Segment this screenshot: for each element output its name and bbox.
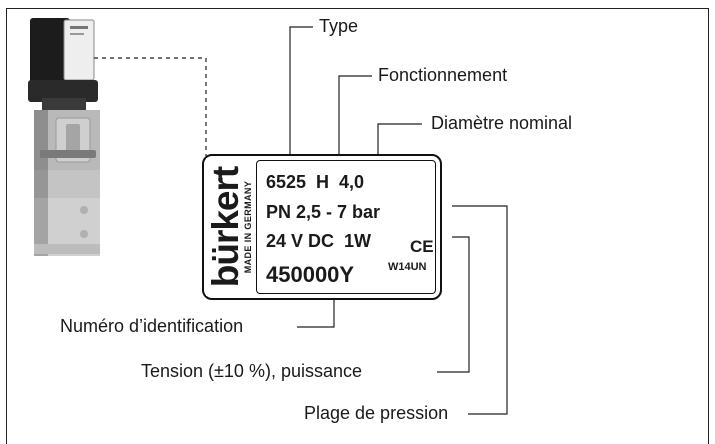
plate-data-panel [256, 160, 436, 294]
callout-plage: Plage de pression [304, 403, 449, 423]
leader-tension [437, 236, 470, 373]
figure-frame [6, 8, 709, 444]
plate-line-type: 6525 H 4,0 [266, 172, 365, 192]
brand-name: bürkert [205, 166, 246, 288]
callout-numero: Numéro d’identification [60, 316, 244, 336]
callout-tension: Tension (±10 %), puissance [141, 361, 362, 381]
brand-logo: bürkert MADE IN GERMANY [205, 158, 256, 296]
plate-line-voltage: 24 V DC 1W [266, 231, 372, 251]
made-in-label: MADE IN GERMANY [243, 180, 253, 274]
callout-diametre: Diamètre nominal [431, 113, 573, 133]
plate-line-pressure: PN 2,5 - 7 bar [266, 202, 381, 222]
leader-type [289, 26, 313, 190]
valve-coil [28, 18, 98, 112]
plate-ident-number: 450000Y [266, 262, 355, 287]
ce-mark: CE [410, 237, 434, 256]
callout-fonctionnement: Fonctionnement [378, 65, 508, 85]
valve-body [34, 110, 100, 256]
leader-numero [297, 290, 335, 328]
dashed-connector [94, 57, 207, 156]
leader-fonctionnement [338, 75, 372, 190]
plate-code: W14UN [388, 261, 427, 273]
leader-plage [452, 205, 508, 415]
callout-type: Type [319, 16, 359, 36]
